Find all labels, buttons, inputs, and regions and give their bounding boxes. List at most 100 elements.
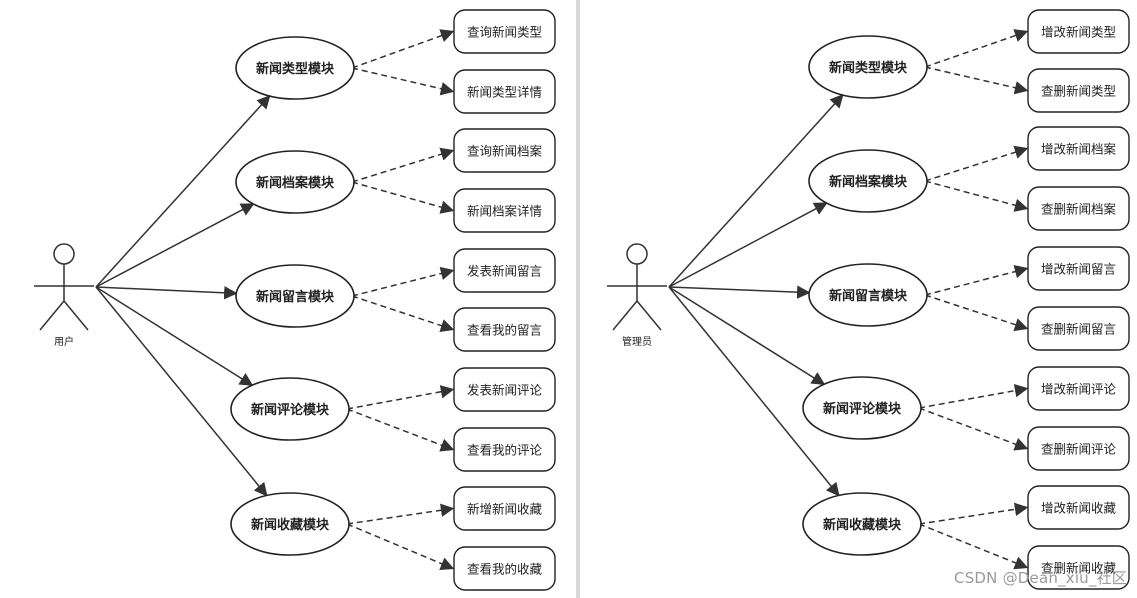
action-label: 新闻类型详情: [467, 85, 542, 100]
use-case-module[interactable]: 新闻评论模块: [230, 377, 350, 441]
action-box: [453, 248, 556, 293]
use-case-action[interactable]: 查询新闻档案: [453, 128, 556, 173]
panel-divider: [576, 0, 580, 598]
action-box: [1027, 186, 1130, 231]
action-label: 发表新闻留言: [467, 264, 542, 279]
use-case-module[interactable]: 新闻类型模块: [235, 36, 355, 100]
use-case-module[interactable]: 新闻档案模块: [808, 149, 928, 213]
use-case-action[interactable]: 查看我的留言: [453, 307, 556, 352]
include-arrow: [346, 385, 455, 410]
use-case-action[interactable]: 增改新闻类型: [1027, 9, 1130, 54]
use-case-action[interactable]: 新增新闻收藏: [453, 486, 556, 531]
use-case-action[interactable]: 查看我的评论: [453, 427, 556, 472]
actor-head-icon: [53, 243, 75, 265]
association-arrow: [668, 286, 840, 497]
module-label: 新闻收藏模块: [823, 517, 902, 533]
action-label: 增改新闻类型: [1041, 25, 1116, 40]
use-case-action[interactable]: 增改新闻收藏: [1027, 485, 1130, 530]
use-case-module[interactable]: 新闻档案模块: [235, 150, 355, 214]
actor-right-leg: [63, 300, 89, 331]
action-label: 查删新闻留言: [1041, 322, 1116, 337]
action-box: [1027, 246, 1130, 291]
include-arrow: [351, 67, 455, 96]
actor-right-leg: [636, 300, 662, 331]
module-ellipse: [808, 35, 928, 99]
module-label: 新闻留言模块: [256, 289, 335, 305]
use-case-module[interactable]: 新闻留言模块: [808, 263, 928, 327]
action-box: [1027, 366, 1130, 411]
action-label: 查询新闻类型: [467, 25, 542, 40]
include-arrow: [351, 147, 455, 183]
module-label: 新闻收藏模块: [251, 517, 330, 533]
module-label: 新闻评论模块: [823, 401, 902, 417]
include-arrow: [351, 181, 455, 214]
action-label: 查看我的留言: [467, 323, 542, 338]
module-label: 新闻档案模块: [256, 175, 335, 191]
action-box: [453, 486, 556, 531]
action-box: [1027, 485, 1130, 530]
association-arrow: [95, 286, 238, 300]
association-arrow: [668, 93, 844, 288]
include-arrow: [924, 265, 1029, 296]
association-arrow: [95, 286, 268, 497]
use-case-action[interactable]: 增改新闻评论: [1027, 366, 1130, 411]
use-case-action[interactable]: 查删新闻收藏: [1027, 545, 1130, 590]
include-arrow: [918, 502, 1029, 525]
use-case-action[interactable]: 查删新闻留言: [1027, 306, 1130, 351]
association-arrow: [95, 94, 271, 288]
action-label: 增改新闻收藏: [1041, 501, 1117, 516]
module-label: 新闻评论模块: [251, 402, 330, 418]
action-box: [1027, 306, 1130, 351]
module-ellipse: [808, 149, 928, 213]
action-label: 查删新闻类型: [1041, 84, 1116, 99]
actor-head-icon: [626, 243, 648, 265]
module-ellipse: [808, 263, 928, 327]
use-case-action[interactable]: 增改新闻留言: [1027, 246, 1130, 291]
use-case-module[interactable]: 新闻类型模块: [808, 35, 928, 99]
action-box: [1027, 68, 1130, 113]
include-arrow: [351, 266, 455, 297]
module-label: 新闻留言模块: [829, 288, 908, 304]
use-case-module[interactable]: 新闻收藏模块: [802, 492, 922, 556]
action-label: 增改新闻留言: [1041, 262, 1116, 277]
module-ellipse: [235, 264, 355, 328]
use-case-module[interactable]: 新闻留言模块: [235, 264, 355, 328]
module-ellipse: [230, 377, 350, 441]
use-case-action[interactable]: 查删新闻评论: [1027, 426, 1130, 471]
use-case-action[interactable]: 查删新闻档案: [1027, 186, 1130, 231]
use-case-action[interactable]: 查询新闻类型: [453, 9, 556, 54]
use-case-action[interactable]: 增改新闻档案: [1027, 126, 1130, 171]
module-ellipse: [235, 150, 355, 214]
action-box: [453, 307, 556, 352]
use-case-action[interactable]: 查看我的收藏: [453, 546, 556, 591]
action-box: [1027, 426, 1130, 471]
use-case-module[interactable]: 新闻评论模块: [802, 376, 922, 440]
use-case-action[interactable]: 发表新闻留言: [453, 248, 556, 293]
include-arrow: [351, 295, 455, 333]
use-case-module[interactable]: 新闻收藏模块: [230, 492, 350, 556]
action-box: [1027, 545, 1130, 590]
include-arrow: [346, 408, 455, 452]
action-box: [453, 188, 556, 233]
association-arrow: [95, 203, 255, 288]
module-ellipse: [230, 492, 350, 556]
use-case-action[interactable]: 新闻类型详情: [453, 69, 556, 114]
use-case-action[interactable]: 新闻档案详情: [453, 188, 556, 233]
action-label: 查询新闻档案: [467, 144, 543, 159]
action-box: [1027, 9, 1130, 54]
use-case-action[interactable]: 查删新闻类型: [1027, 68, 1130, 113]
module-label: 新闻档案模块: [829, 174, 908, 190]
action-label: 查看我的收藏: [467, 562, 543, 577]
action-box: [453, 367, 556, 412]
association-arrow: [668, 202, 828, 288]
action-box: [453, 69, 556, 114]
include-arrow: [346, 523, 455, 571]
action-label: 增改新闻档案: [1041, 142, 1117, 157]
action-label: 查删新闻收藏: [1041, 561, 1117, 576]
association-arrow: [95, 286, 254, 386]
actor-label: 管理员: [622, 335, 652, 348]
action-label: 查删新闻档案: [1041, 202, 1117, 217]
include-arrow: [924, 66, 1029, 95]
use-case-action[interactable]: 发表新闻评论: [453, 367, 556, 412]
